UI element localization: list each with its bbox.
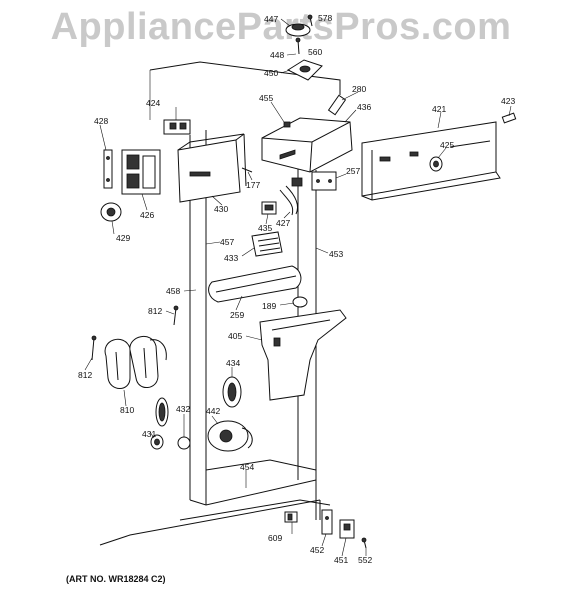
part-189-knob[interactable] xyxy=(292,296,308,308)
callout-436: 436 xyxy=(357,102,371,112)
callout-453: 453 xyxy=(329,249,343,259)
part-431-wheel[interactable] xyxy=(150,434,164,450)
part-426-light-socket[interactable] xyxy=(121,149,161,195)
callout-451: 451 xyxy=(334,555,348,565)
part-452-bracket[interactable] xyxy=(321,509,333,535)
callout-432: 432 xyxy=(176,404,190,414)
part-435-connector[interactable] xyxy=(261,201,277,215)
callout-430: 430 xyxy=(214,204,228,214)
part-429-light-bulb[interactable] xyxy=(100,202,122,222)
art-number-label: (ART NO. WR18284 C2) xyxy=(66,574,166,584)
callout-609: 609 xyxy=(268,533,282,543)
part-heater-grommet[interactable] xyxy=(155,397,169,427)
part-259-duct[interactable] xyxy=(208,265,302,303)
part-812-screw-upper[interactable] xyxy=(173,305,179,326)
part-433-diffuser[interactable] xyxy=(251,231,283,257)
callout-431: 431 xyxy=(142,429,156,439)
callout-560: 560 xyxy=(308,47,322,57)
part-257-thermostat[interactable] xyxy=(311,171,337,191)
callout-421: 421 xyxy=(432,104,446,114)
callout-442: 442 xyxy=(206,406,220,416)
part-421-control-panel[interactable] xyxy=(361,121,501,201)
part-451-hinge[interactable] xyxy=(339,519,355,539)
callout-450: 450 xyxy=(264,68,278,78)
callout-458: 458 xyxy=(166,286,180,296)
callout-177: 177 xyxy=(246,180,260,190)
callout-429: 429 xyxy=(116,233,130,243)
callout-812-lower: 812 xyxy=(78,370,92,380)
callout-433: 433 xyxy=(224,253,238,263)
part-812-screw-lower[interactable] xyxy=(91,335,97,361)
callout-455: 455 xyxy=(259,93,273,103)
callout-423: 423 xyxy=(501,96,515,106)
part-423-clip[interactable] xyxy=(501,112,517,124)
part-560-screw[interactable] xyxy=(295,37,301,55)
leader-lines xyxy=(84,18,512,557)
part-432-fitting[interactable] xyxy=(177,436,191,450)
callout-435: 435 xyxy=(258,223,272,233)
callout-447: 447 xyxy=(264,14,278,24)
part-436-control-housing[interactable] xyxy=(261,117,353,173)
part-424-switch[interactable] xyxy=(163,119,191,135)
callout-810: 810 xyxy=(120,405,134,415)
callout-189: 189 xyxy=(262,301,276,311)
callout-448: 448 xyxy=(270,50,284,60)
part-427-wire-harness[interactable] xyxy=(279,177,303,216)
part-177-screw[interactable] xyxy=(241,167,253,173)
callout-552: 552 xyxy=(358,555,372,565)
callout-578: 578 xyxy=(318,13,332,23)
part-609-clip[interactable] xyxy=(284,511,298,523)
callout-405: 405 xyxy=(228,331,242,341)
part-442-damper-control[interactable] xyxy=(207,420,253,452)
part-405-air-duct[interactable] xyxy=(259,309,347,401)
callout-labels: 447 578 560 448 450 280 455 436 421 423 … xyxy=(78,13,515,565)
callout-452: 452 xyxy=(310,545,324,555)
callout-434: 434 xyxy=(226,358,240,368)
part-552-screw[interactable] xyxy=(361,537,367,549)
callout-257: 257 xyxy=(346,166,360,176)
part-425-knob[interactable] xyxy=(429,156,443,172)
part-434-grommet[interactable] xyxy=(222,376,242,408)
callout-426: 426 xyxy=(140,210,154,220)
callout-427: 427 xyxy=(276,218,290,228)
watermark-text: AppliancePartsPros.com xyxy=(50,6,512,48)
part-430-light-cover[interactable] xyxy=(177,133,247,203)
callout-812-upper: 812 xyxy=(148,306,162,316)
part-447-knob[interactable] xyxy=(285,23,311,37)
part-810-heater[interactable] xyxy=(104,336,167,389)
callout-259: 259 xyxy=(230,310,244,320)
part-450-bracket[interactable] xyxy=(286,59,323,81)
callout-280: 280 xyxy=(352,84,366,94)
part-280-tube[interactable] xyxy=(327,94,347,116)
callout-428: 428 xyxy=(94,116,108,126)
callout-454: 454 xyxy=(240,462,254,472)
callout-457: 457 xyxy=(220,237,234,247)
callout-424: 424 xyxy=(146,98,160,108)
callout-425: 425 xyxy=(440,140,454,150)
part-578-screw[interactable] xyxy=(307,14,313,27)
part-428-bracket[interactable] xyxy=(103,149,113,189)
